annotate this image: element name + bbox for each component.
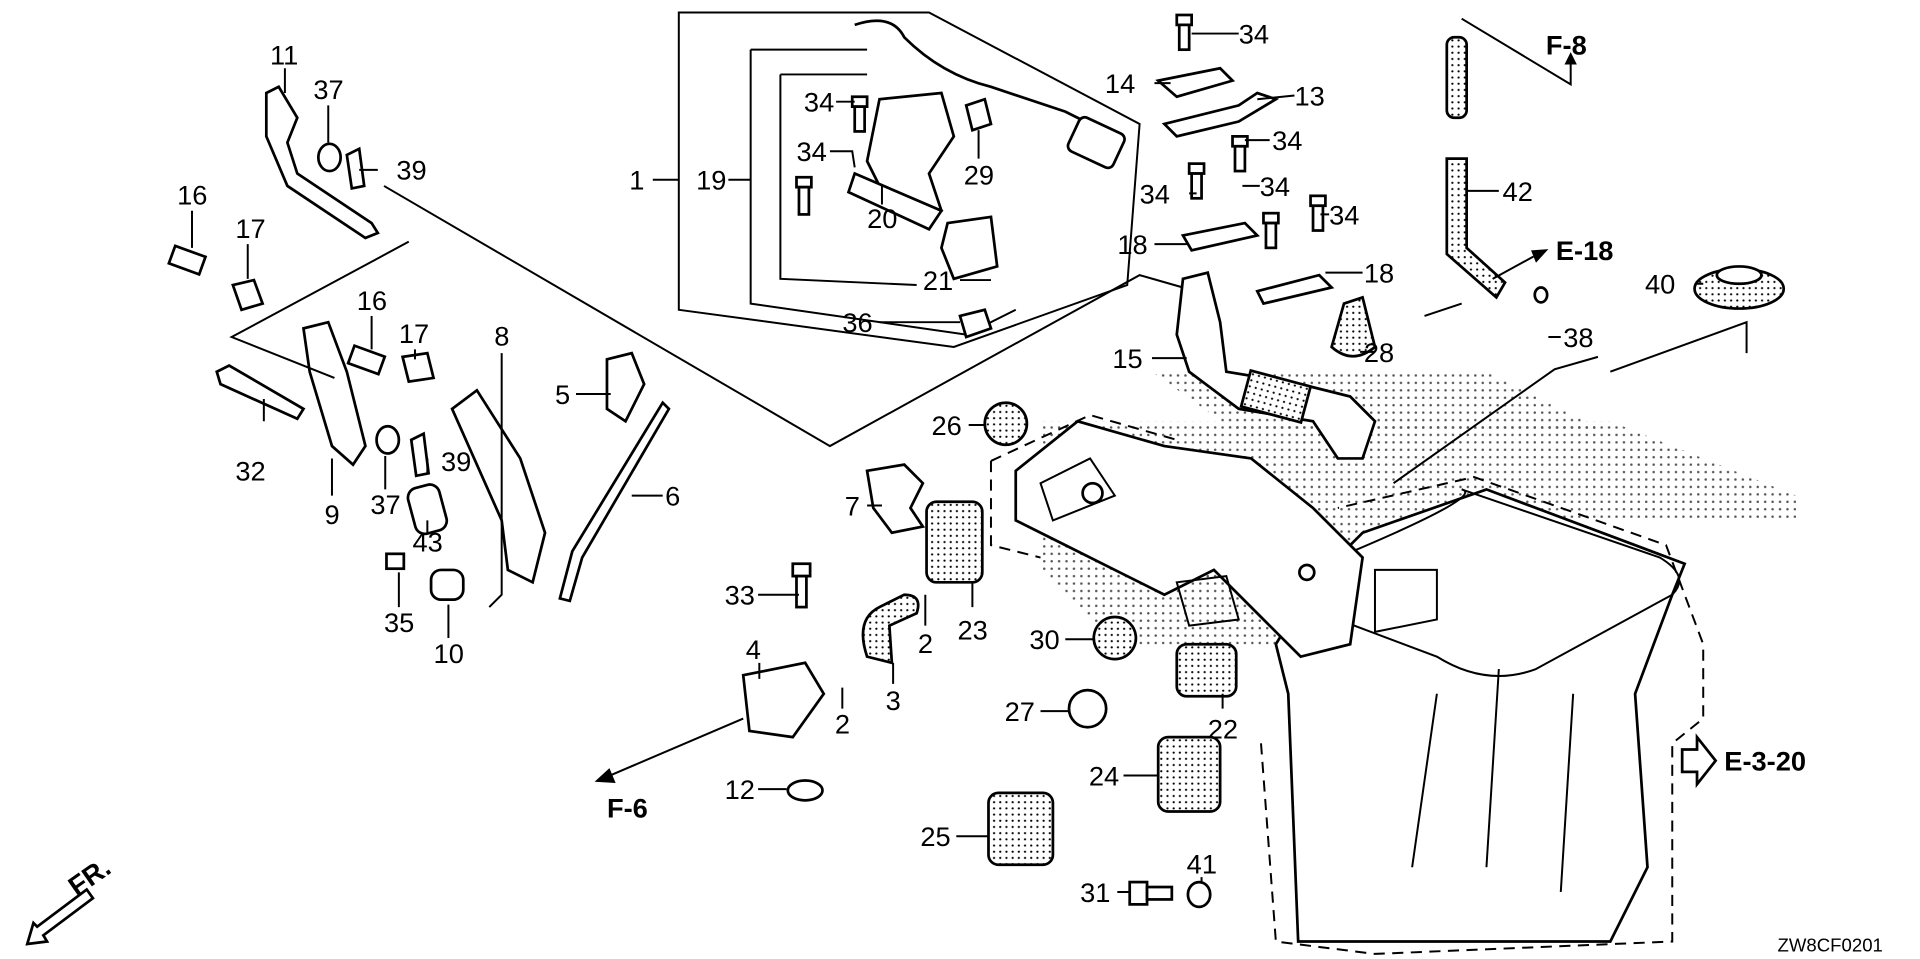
callout: 16 [357,285,387,316]
callout: 1 [629,165,644,196]
callout: 18 [1364,258,1394,289]
front-label: FR. [62,851,116,902]
callout: 34 [1239,18,1269,49]
callout: 28 [1364,337,1394,368]
e320-arrow [1680,733,1718,789]
callout: 34 [1140,178,1170,209]
callout: 4 [746,634,761,665]
callout: 20 [867,203,897,234]
callout: 34 [1272,125,1302,156]
callout: 21 [923,265,953,296]
callout: 32 [235,456,265,487]
reference-f6[interactable]: F-6 [607,793,648,824]
reference-arrows [25,17,1718,946]
callout: 25 [920,821,950,852]
left-parts [167,85,671,603]
callout: 34 [1260,171,1290,202]
callout: 23 [958,614,988,645]
callout: 34 [804,87,834,118]
f6-arrow [606,717,744,778]
callout: 38 [1563,322,1593,353]
callout: 2 [835,708,850,739]
plates [1155,66,1335,306]
callout: 43 [412,526,442,557]
callout: 15 [1112,343,1142,374]
callout: 14 [1105,68,1135,99]
callout: 6 [665,481,680,512]
callout: 26 [932,410,962,441]
reference-e3-20[interactable]: E-3-20 [1724,746,1806,777]
mount-frame [989,414,1365,659]
callout: 16 [177,180,207,211]
callout: 11 [270,40,298,71]
callout: 42 [1503,176,1533,207]
callout: 37 [313,74,343,105]
e18-arrow [1492,255,1534,280]
callout: 17 [235,213,265,244]
callout: 39 [396,155,426,186]
callout: 8 [494,321,509,352]
reference-f8[interactable]: F-8 [1546,30,1587,61]
callout: 24 [1089,760,1119,791]
f8-arrow [1461,17,1572,87]
hose [1445,35,1549,304]
callout: 31 [1080,877,1110,908]
callout: 36 [842,307,872,338]
callout: 7 [845,490,860,521]
callout: 19 [696,165,726,196]
callout: 17 [399,318,429,349]
callout: 22 [1208,713,1238,744]
callout: 30 [1029,624,1059,655]
callout: 12 [725,774,755,805]
callout: 5 [555,379,570,410]
callout: 39 [441,446,471,477]
harness-group [677,11,1141,348]
callout: 2 [918,628,933,659]
callout: 33 [725,580,755,611]
callout: 41 [1187,848,1217,879]
callout: 37 [370,489,400,520]
callout-labels: 11 37 39 16 17 16 17 8 5 32 9 37 39 43 6… [177,18,1675,907]
shift-arm [1175,270,1377,460]
callout: 34 [796,136,826,167]
drawing-code: ZW8CF0201 [1778,934,1883,955]
callout: 35 [384,607,414,638]
reference-e18[interactable]: E-18 [1556,235,1614,266]
middle-parts [741,463,1238,909]
bolts [791,13,1327,906]
callout: 13 [1294,80,1324,111]
grommets [983,265,1786,729]
callout: 9 [325,499,340,530]
callout: 27 [1005,696,1035,727]
callout: 29 [964,160,994,191]
callout: 3 [886,685,901,716]
callout: 10 [434,638,464,669]
callout: 40 [1645,269,1675,300]
front-arrow-icon [25,887,95,946]
callout: 34 [1329,199,1359,230]
leader-lines [191,32,1748,893]
oil-case [1260,475,1705,955]
callout: 18 [1117,229,1147,260]
